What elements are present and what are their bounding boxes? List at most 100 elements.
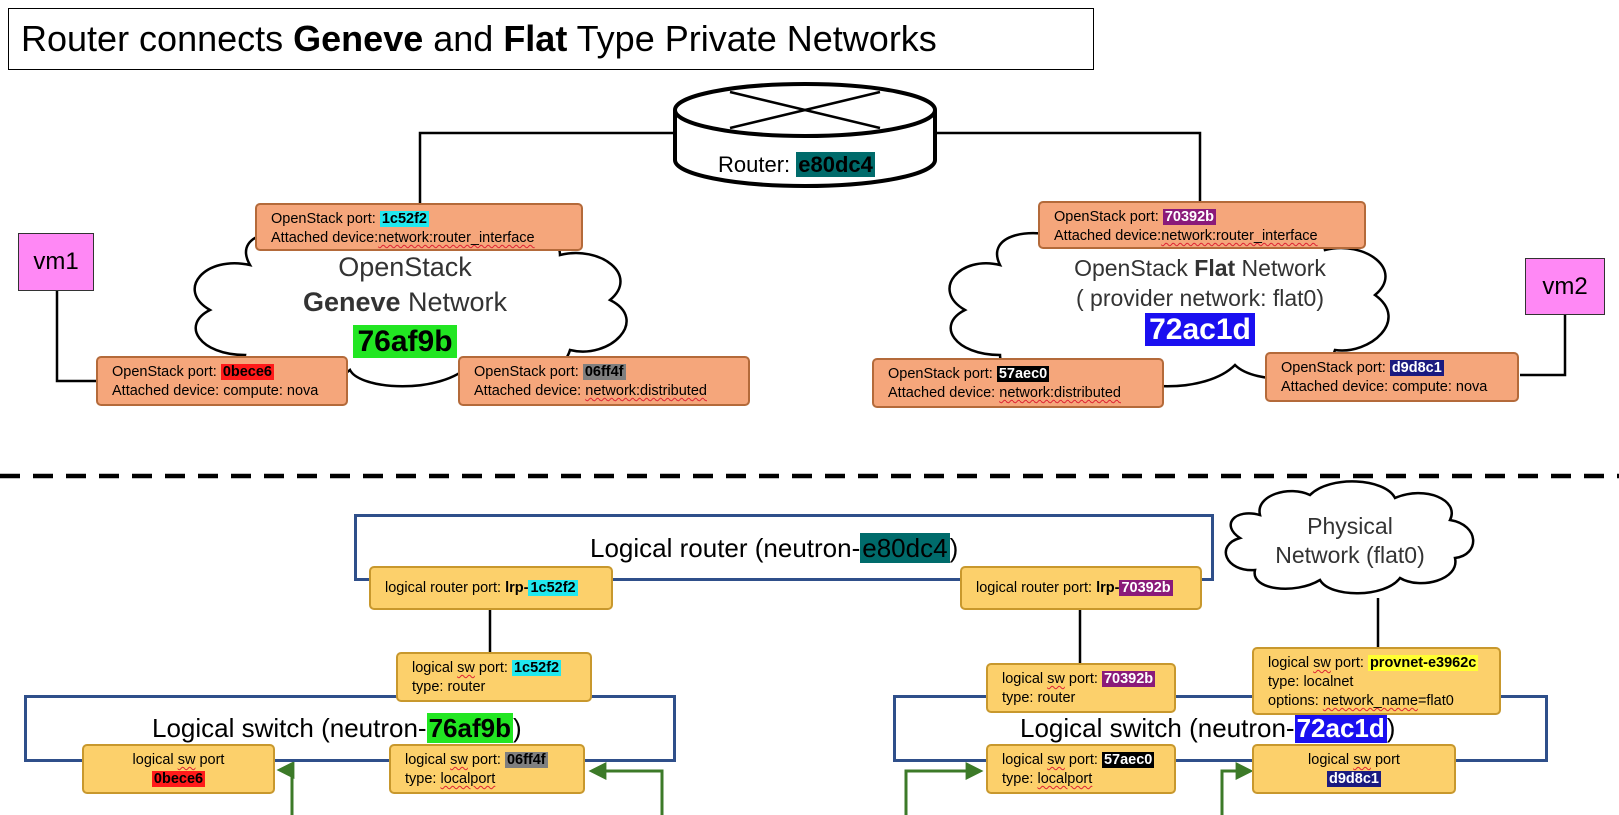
diagram-title: Router connects Geneve and Flat Type Pri… xyxy=(8,8,1094,70)
lsp-a: logical xyxy=(1308,752,1354,768)
geneve-network-id: 76af9b xyxy=(353,325,457,358)
title-and: and xyxy=(423,18,504,59)
lsp-sq: sw xyxy=(1047,671,1065,687)
lrp-left[interactable]: logical router port: lrp-1c52f2 xyxy=(369,566,613,610)
flat-network-bold: Flat xyxy=(1194,255,1236,281)
device-value: network:router_interface xyxy=(1161,228,1318,244)
title-flat: Flat xyxy=(503,18,568,59)
lsp-options-sq: network_name xyxy=(1322,693,1418,709)
lsp-a: logical xyxy=(1002,671,1048,687)
lrp-label: logical router port: xyxy=(976,580,1097,596)
lsp-local-right[interactable]: logical sw port: 57aec0 type: localport xyxy=(986,744,1176,794)
title-suffix: Type Private Networks xyxy=(567,18,937,59)
lsp-type-value: localport xyxy=(440,771,496,787)
lsp-vm1[interactable]: logical sw port 0bece6 xyxy=(82,744,275,794)
ls-left-suffix: ) xyxy=(512,713,522,743)
title-prefix: Router connects xyxy=(21,18,294,59)
openstack-port-router-flat[interactable]: OpenStack port: 70392b Attached device:n… xyxy=(1038,201,1366,249)
port-id: 57aec0 xyxy=(996,366,1050,382)
device-value: network:distributed xyxy=(999,385,1121,401)
port-label: OpenStack port: xyxy=(271,211,380,227)
flat-network-id: 72ac1d xyxy=(1145,313,1255,346)
lrp-right[interactable]: logical router port: lrp-70392b xyxy=(960,566,1202,610)
port-label: OpenStack port: xyxy=(1281,360,1390,376)
ls-right-prefix: Logical switch (neutron- xyxy=(1020,713,1295,743)
lsp-type-value: localport xyxy=(1037,771,1093,787)
ls-left-prefix: Logical switch (neutron- xyxy=(152,713,427,743)
lsp-local-left[interactable]: logical sw port: 06ff4f type: localport xyxy=(389,744,585,794)
ls-right-suffix: ) xyxy=(1386,713,1396,743)
router-to-flat-line xyxy=(935,131,1202,205)
physical-network-line1: Physical xyxy=(1307,513,1393,539)
lsp-router-right[interactable]: logical sw port: 70392b type: router xyxy=(986,663,1176,713)
lsp-b: port xyxy=(1370,752,1400,768)
lsp-type: type: xyxy=(405,771,441,787)
lsp-id: 1c52f2 xyxy=(511,660,562,676)
device-label: Attached device: compute: nova xyxy=(1281,379,1488,395)
openstack-port-dist-geneve[interactable]: OpenStack port: 06ff4f Attached device: … xyxy=(458,356,750,406)
lrp-label: logical router port: xyxy=(385,580,506,596)
lrp-id: 1c52f2 xyxy=(528,580,578,596)
openstack-port-vm2[interactable]: OpenStack port: d9d8c1 Attached device: … xyxy=(1265,352,1519,402)
openstack-port-router-geneve[interactable]: OpenStack port: 1c52f2 Attached device:n… xyxy=(255,203,583,251)
logical-router-frame[interactable] xyxy=(354,514,1214,581)
logical-switch-left-label: Logical switch (neutron-76af9b) xyxy=(152,713,522,744)
device-label: Attached device: xyxy=(1054,228,1162,244)
geneve-network-line1: OpenStack xyxy=(338,252,472,282)
lsp-vm2[interactable]: logical sw port d9d8c1 xyxy=(1252,744,1456,794)
port-id: 70392b xyxy=(1162,209,1216,225)
lsp-id: 06ff4f xyxy=(504,752,548,768)
arrow-local-right xyxy=(904,762,984,815)
port-label: OpenStack port: xyxy=(1054,209,1163,225)
logical-router-label: Logical router (neutron-e80dc4) xyxy=(590,533,958,564)
lsp-id: 0bece6 xyxy=(151,771,206,787)
arrow-vm1-port xyxy=(276,761,295,815)
device-label: Attached device: xyxy=(474,383,586,399)
openstack-port-dist-flat[interactable]: OpenStack port: 57aec0 Attached device: … xyxy=(872,358,1164,408)
lsp-type: type: router xyxy=(1002,690,1076,706)
port-label: OpenStack port: xyxy=(474,364,583,380)
logical-router-prefix: Logical router (neutron- xyxy=(590,533,861,563)
openstack-port-vm1[interactable]: OpenStack port: 0bece6 Attached device: … xyxy=(96,356,348,406)
port-id: 06ff4f xyxy=(582,364,626,380)
lsp-sq: sw xyxy=(457,660,475,676)
lsp-a: logical xyxy=(405,752,451,768)
lrp-id: 70392b xyxy=(1119,580,1173,596)
flat-network-b: Network xyxy=(1235,255,1326,281)
router-label-text: Router: xyxy=(718,152,797,177)
vm1-line xyxy=(55,290,97,383)
lsp-b: port: xyxy=(467,752,505,768)
lsp-provnet[interactable]: logical sw port: provnet-e3962c type: lo… xyxy=(1252,647,1501,715)
lsp-a: logical xyxy=(412,660,458,676)
logical-switch-right-frame[interactable] xyxy=(893,695,1548,762)
logical-router-id: e80dc4 xyxy=(860,533,950,563)
port-id: 1c52f2 xyxy=(379,211,429,227)
lsp-b: port: xyxy=(474,660,512,676)
router-to-geneve-line xyxy=(418,131,675,205)
vm2-line xyxy=(1520,315,1567,377)
device-value: network:distributed xyxy=(585,383,707,399)
vm2-box[interactable]: vm2 xyxy=(1525,258,1605,315)
lsp-options-a: options: xyxy=(1268,693,1323,709)
lsp-b: port: xyxy=(1064,752,1102,768)
title-geneve: Geneve xyxy=(293,18,424,59)
port-label: OpenStack port: xyxy=(112,364,221,380)
logical-router-suffix: ) xyxy=(949,533,959,563)
lsp-a: logical xyxy=(132,752,178,768)
lsp-sq: sw xyxy=(450,752,468,768)
device-label: Attached device: compute: nova xyxy=(112,383,319,399)
device-label: Attached device: xyxy=(271,230,379,246)
ls-left-id: 76af9b xyxy=(426,713,513,743)
geneve-network-label: OpenStack Geneve Network 76af9b xyxy=(255,250,555,360)
lrp-prefix: lrp- xyxy=(1096,580,1120,596)
lsp-a: logical xyxy=(1268,655,1314,671)
lsp-b: port: xyxy=(1330,655,1368,671)
vm1-box[interactable]: vm1 xyxy=(18,233,94,291)
arrow-local-left xyxy=(588,762,664,815)
logical-switch-left-frame[interactable] xyxy=(24,695,676,762)
arrow-vm2-port xyxy=(1220,762,1254,815)
lsp-router-left[interactable]: logical sw port: 1c52f2 type: router xyxy=(396,652,592,702)
lsp-id: 70392b xyxy=(1101,671,1156,687)
lsp-b: port xyxy=(195,752,225,768)
